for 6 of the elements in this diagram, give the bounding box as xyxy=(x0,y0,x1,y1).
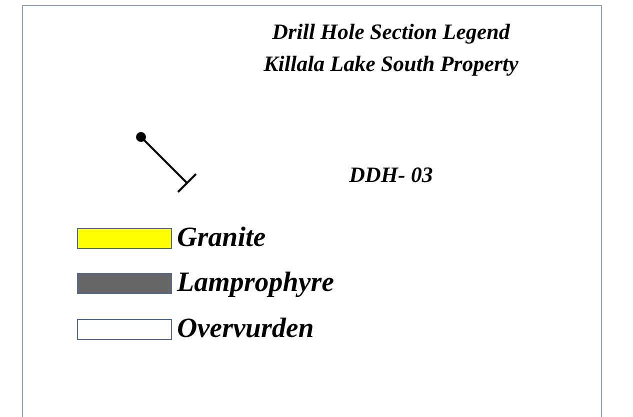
hole-id: DDH- 03 xyxy=(348,162,434,188)
legend-label: Lamprophyre xyxy=(177,267,334,299)
property-name: Killala Lake South Property xyxy=(262,51,520,77)
legend-label: Granite xyxy=(177,222,266,254)
legend-label: Overvurden xyxy=(177,313,314,345)
legend-title: Drill Hole Section Legend xyxy=(271,19,511,45)
